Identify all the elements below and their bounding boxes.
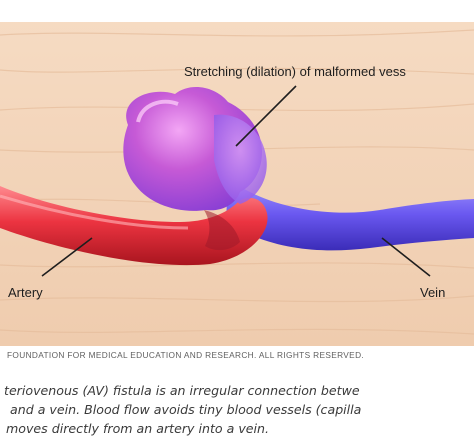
dilation-pointer-line [235,85,297,147]
vein-vessel [226,178,474,251]
caption-line-2: and a vein. Blood flow avoids tiny blood… [10,402,362,417]
artery-pointer-line [41,237,93,277]
vein-label: Vein [420,285,445,300]
dilation-label: Stretching (dilation) of malformed vess [184,64,406,79]
vein-pointer-line [381,237,431,277]
artery-label: Artery [8,285,43,300]
av-fistula-illustration: Stretching (dilation) of malformed vess … [0,0,474,346]
copyright-notice: FOUNDATION FOR MEDICAL EDUCATION AND RES… [0,347,474,379]
caption-line-1: teriovenous (AV) fistula is an irregular… [4,383,360,398]
caption-line-3: moves directly from an artery into a vei… [6,421,270,436]
figure-caption: teriovenous (AV) fistula is an irregular… [0,381,474,448]
